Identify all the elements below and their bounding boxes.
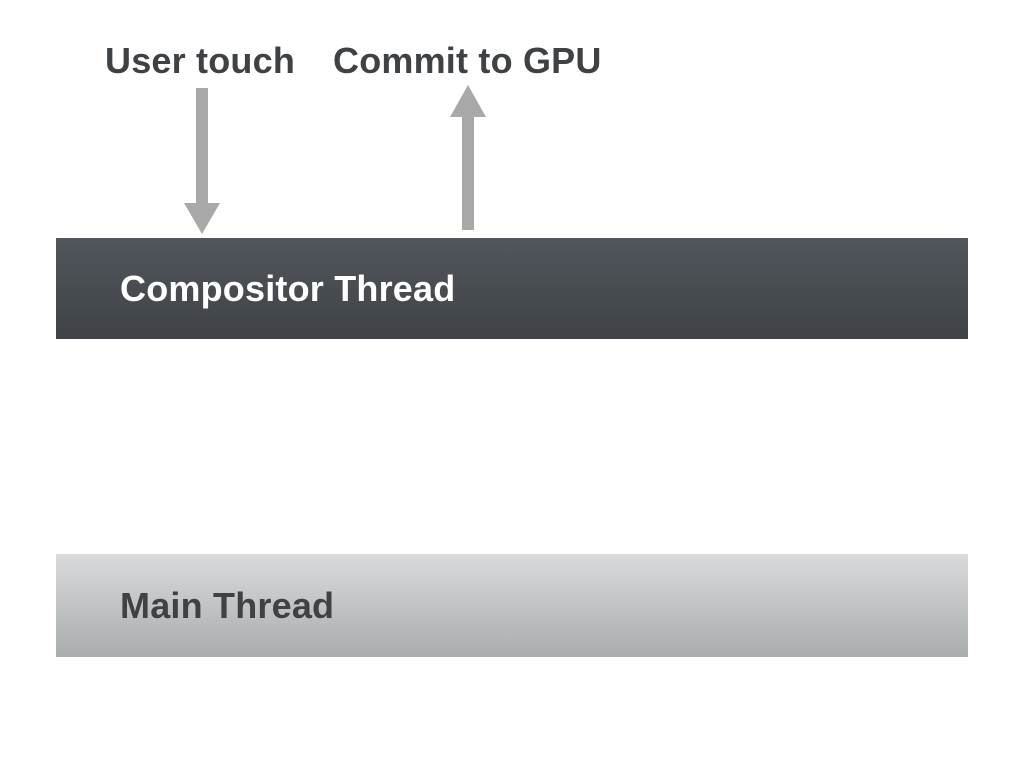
compositor-thread-bar: Compositor Thread: [56, 238, 968, 339]
arrow-up-icon: [450, 85, 486, 230]
user-touch-label: User touch: [105, 40, 296, 81]
main-thread-label: Main Thread: [120, 584, 335, 626]
compositor-thread-label: Compositor Thread: [120, 267, 456, 309]
arrow-down-icon: [184, 88, 220, 234]
main-thread-bar: Main Thread: [56, 554, 968, 657]
commit-to-gpu-label: Commit to GPU: [333, 40, 602, 81]
